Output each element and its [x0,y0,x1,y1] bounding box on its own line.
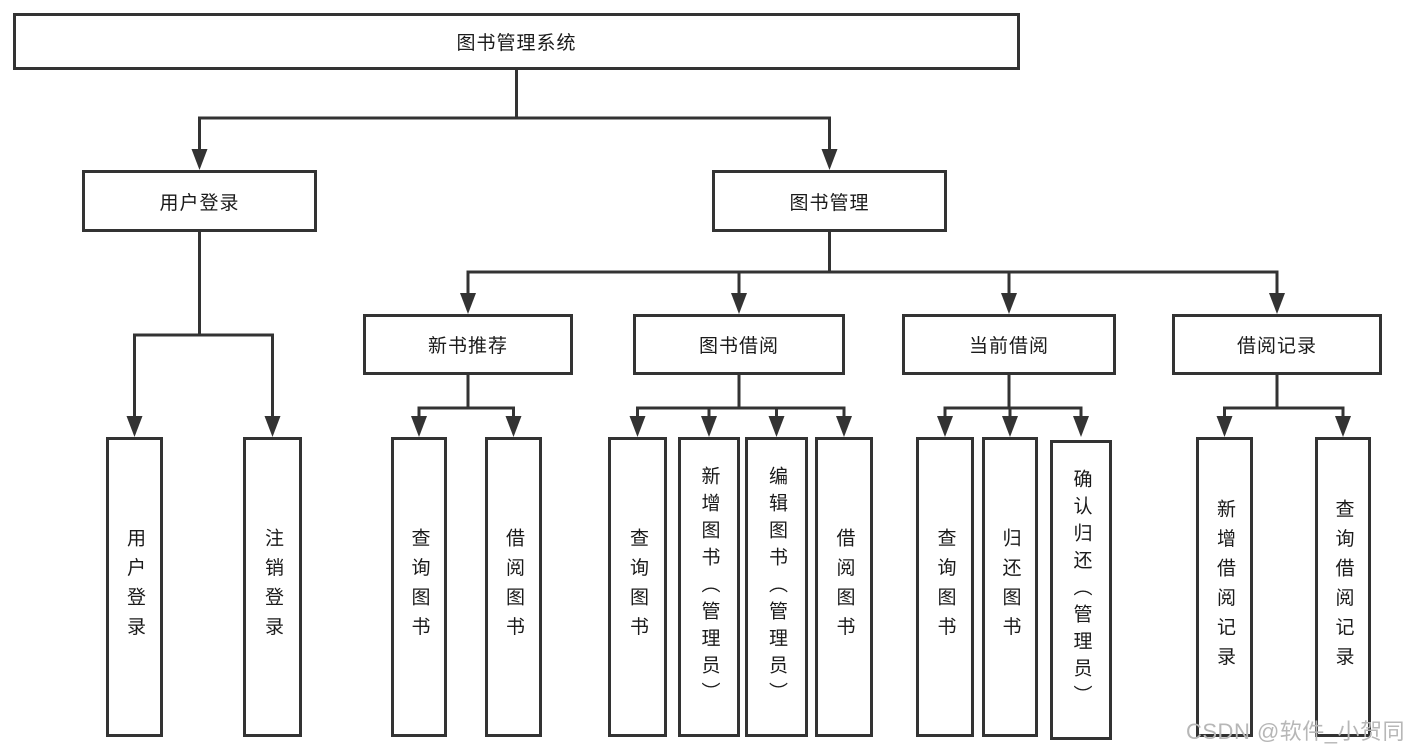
node-borrow-records-label: 借阅记录 [1236,336,1317,357]
leaf-confirm-return-admin: 确认归还（管理员） [1050,440,1112,740]
node-new-book-recommend-label: 新书推荐 [427,336,508,357]
node-current-borrow-label: 当前借阅 [968,336,1049,357]
leaf-borrow-borrow-books: 借阅图书 [815,437,873,737]
leaf-current-query-books: 查询图书 [916,437,974,737]
leaf-user-login: 用户登录 [106,437,163,737]
node-new-book-recommend: 新书推荐 [363,314,573,375]
node-book-management: 图书管理 [712,170,947,232]
node-borrow-records: 借阅记录 [1172,314,1382,375]
leaf-recommend-query-books: 查询图书 [391,437,447,737]
leaf-add-book-admin: 新增图书（管理员） [678,437,740,737]
node-root-label: 图书管理系统 [456,33,577,54]
leaf-logout: 注销登录 [243,437,302,737]
leaf-add-borrow-record: 新增借阅记录 [1196,437,1253,737]
leaf-borrow-query-books: 查询图书 [608,437,667,737]
node-book-management-label: 图书管理 [789,192,870,214]
leaf-return-book-label: 归还图书 [999,528,1021,646]
leaf-current-query-books-label: 查询图书 [934,528,956,646]
watermark: CSDN @软件_小贺同学 [1186,719,1405,744]
leaf-query-borrow-record-label: 查询借阅记录 [1332,498,1354,676]
leaf-logout-label: 注销登录 [262,528,283,646]
leaf-edit-book-admin: 编辑图书（管理员） [745,437,808,737]
node-current-borrow: 当前借阅 [902,314,1116,375]
leaf-recommend-borrow-books-label: 借阅图书 [503,528,524,646]
leaf-borrow-query-books-label: 查询图书 [627,528,648,646]
leaf-return-book: 归还图书 [982,437,1038,737]
node-root: 图书管理系统 [13,13,1020,70]
leaf-confirm-return-admin-label: 确认归还（管理员） [1070,468,1092,712]
node-user-login: 用户登录 [82,170,317,232]
node-book-borrow: 图书借阅 [633,314,845,375]
leaf-user-login-label: 用户登录 [124,528,145,646]
leaf-add-borrow-record-label: 新增借阅记录 [1214,498,1235,676]
leaf-recommend-query-books-label: 查询图书 [408,528,430,646]
leaf-recommend-borrow-books: 借阅图书 [485,437,542,737]
leaf-query-borrow-record: 查询借阅记录 [1315,437,1371,737]
leaf-borrow-borrow-books-label: 借阅图书 [833,528,855,646]
node-book-borrow-label: 图书借阅 [698,336,779,357]
node-user-login-label: 用户登录 [159,192,240,214]
leaf-add-book-admin-label: 新增图书（管理员） [698,465,720,709]
leaf-edit-book-admin-label: 编辑图书（管理员） [766,465,787,709]
